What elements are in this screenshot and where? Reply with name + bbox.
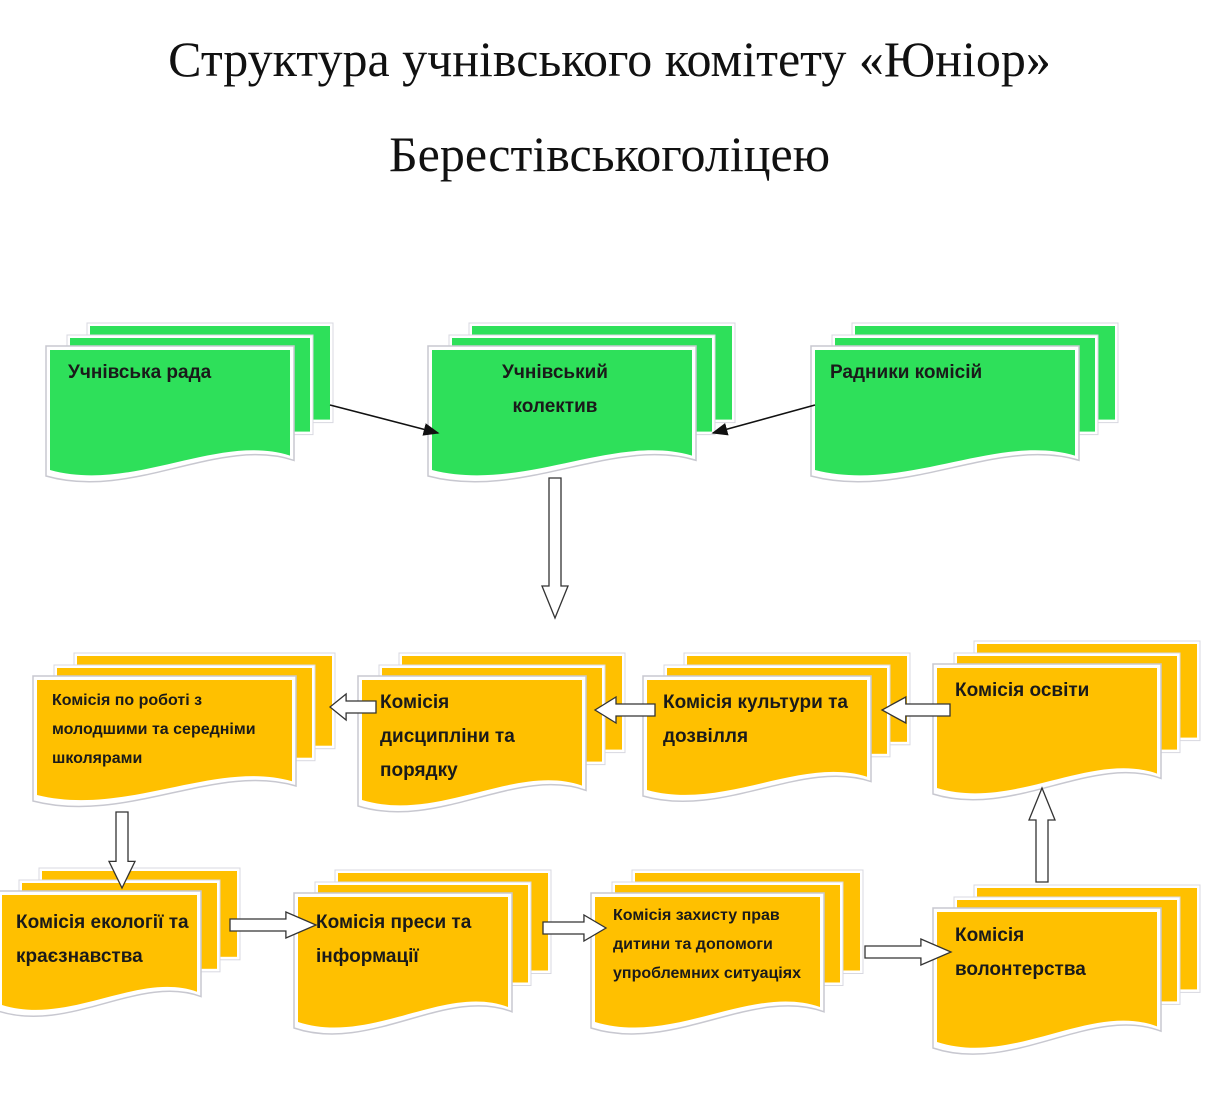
node-press — [293, 869, 552, 1035]
arrow-advisors-to-collective — [711, 404, 816, 436]
arrow-juniors-to-ecology — [107, 811, 137, 890]
document-shape — [937, 668, 1157, 794]
node-label-council: Учнівська рада — [68, 362, 212, 383]
arrow-rights-to-volunteer — [864, 938, 953, 966]
arrow-education-to-culture — [880, 695, 951, 725]
node-council — [45, 322, 334, 483]
arrow-press-to-rights — [542, 913, 608, 943]
node-collective — [427, 322, 736, 483]
node-juniors — [32, 652, 336, 808]
document-shape — [432, 350, 692, 476]
node-volunteer — [932, 884, 1201, 1055]
node-label-juniors: Комісія по роботі з молодшими та середні… — [52, 692, 256, 767]
node-label-volunteer: Комісія волонтерства — [955, 925, 1086, 980]
arrow-culture-to-discipline — [593, 695, 656, 725]
node-discipline — [357, 652, 626, 813]
node-label-culture: Комісія культури та дозвілля — [663, 692, 848, 747]
arrow-collective-to-discipline — [541, 477, 569, 620]
document-shape — [50, 350, 290, 476]
arrow-ecology-to-press — [229, 911, 318, 939]
node-ecology — [0, 867, 241, 1018]
document-shape — [298, 897, 508, 1028]
document-shape — [647, 680, 867, 795]
node-label-discipline: Комісія дисципліни та порядку — [380, 692, 515, 781]
document-shape — [2, 895, 197, 1010]
diagram-subtitle: Берестівськоголіцею — [388, 126, 831, 182]
document-shape — [595, 897, 820, 1028]
arrow-discipline-to-juniors — [328, 692, 377, 722]
node-label-advisors: Радники комісій — [830, 362, 983, 383]
node-label-collective: Учнівський колектив — [502, 362, 608, 417]
arrow-volunteer-to-education — [1028, 786, 1056, 883]
document-shape — [815, 350, 1075, 476]
node-label-ecology: Комісія екології та краєзнавства — [16, 912, 189, 967]
node-culture — [642, 652, 911, 803]
node-label-rights: Комісія захисту прав дитини та допомоги … — [613, 907, 801, 982]
document-shape — [362, 680, 582, 806]
document-shape — [37, 680, 292, 801]
document-shape — [937, 912, 1157, 1048]
diagram-title: Структура учнівського комітету «Юніор» — [168, 31, 1051, 87]
node-label-press: Комісія преси та інформації — [316, 912, 472, 967]
node-rights — [590, 869, 864, 1035]
node-advisors — [810, 322, 1119, 483]
arrow-council-to-collective — [329, 404, 440, 436]
node-education — [932, 640, 1201, 801]
node-label-education: Комісія освіти — [955, 680, 1090, 701]
